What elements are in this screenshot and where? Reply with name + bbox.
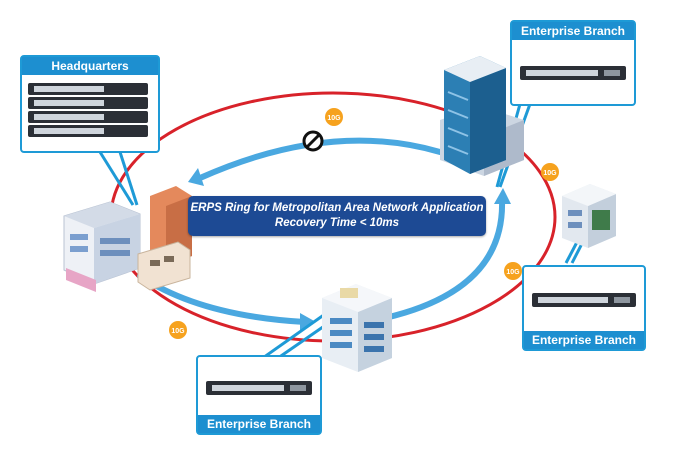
link-badge-top: 10G: [325, 108, 343, 126]
skyscraper-icon: [440, 56, 524, 176]
office-tower-icon: [322, 284, 392, 372]
switch-icon: [520, 66, 626, 80]
link-badge-right-upper: 10G: [541, 163, 559, 181]
erps-banner: ERPS Ring for Metropolitan Area Network …: [188, 196, 486, 236]
switch-stack-icon: [28, 83, 148, 137]
branch-top-right-title: Enterprise Branch: [512, 22, 634, 40]
switch-icon: [532, 293, 636, 307]
link-badge-label: 10G: [506, 269, 520, 276]
headquarters-title: Headquarters: [22, 57, 158, 75]
branch-top-right-card: Enterprise Branch: [510, 20, 636, 106]
flow-arrow-left-head: [300, 313, 316, 331]
flow-arrow-top-head: [188, 168, 204, 186]
link-badge-label: 10G: [543, 170, 557, 177]
link-badge-bottom: 10G: [169, 321, 187, 339]
headquarters-building-icon: [63, 186, 192, 292]
branch-right-card: Enterprise Branch: [522, 265, 646, 351]
branch-right-title: Enterprise Branch: [524, 331, 644, 349]
flow-arrow-top: [197, 137, 443, 181]
banner-line-1: ERPS Ring for Metropolitan Area Network …: [190, 202, 484, 214]
flow-arrow-right: [382, 197, 506, 321]
flow-arrow-right-head: [494, 188, 511, 204]
link-badge-right-lower: 10G: [504, 262, 522, 280]
callout-pointer-headquarters: [98, 151, 139, 206]
headquarters-card: Headquarters: [20, 55, 160, 153]
branch-bottom-card: Enterprise Branch: [196, 355, 322, 435]
link-badge-label: 10G: [327, 115, 341, 122]
banner-line-2: Recovery Time < 10ms: [274, 217, 400, 229]
switch-icon: [206, 381, 312, 395]
office-building-icon: [562, 184, 616, 248]
blocked-circle-icon: [302, 130, 324, 152]
link-badge-label: 10G: [171, 328, 185, 335]
branch-bottom-title: Enterprise Branch: [198, 415, 320, 433]
